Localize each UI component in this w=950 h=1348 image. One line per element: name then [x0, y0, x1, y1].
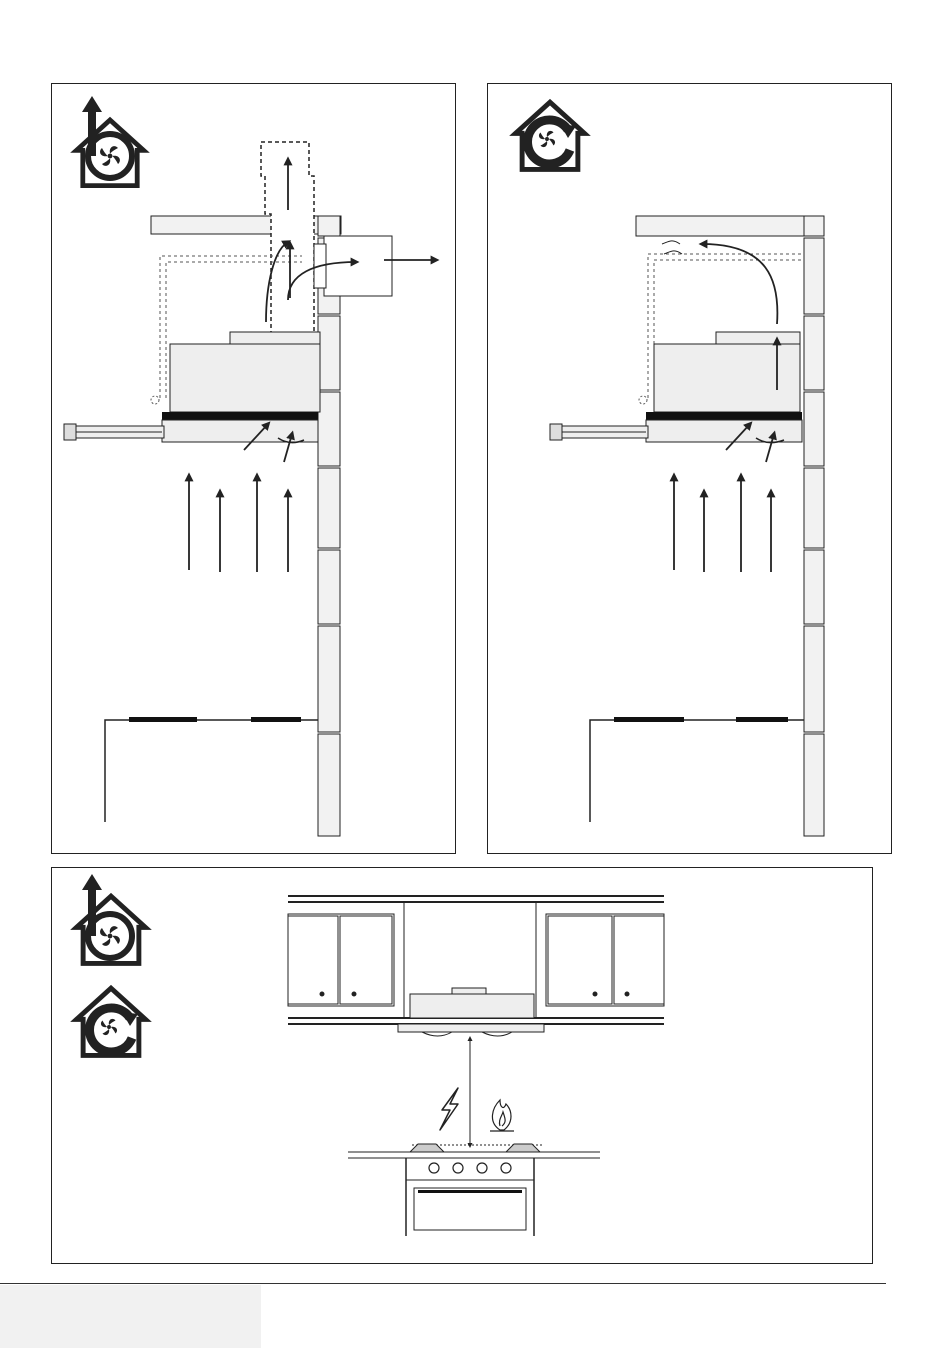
installation-height-panel	[51, 867, 873, 1264]
footer-tab	[0, 1285, 261, 1348]
cooker-hood	[64, 332, 320, 443]
ducted-extraction-icon	[77, 874, 146, 963]
cooker-counter	[590, 717, 804, 822]
gas-hob-icon	[490, 1100, 514, 1131]
ducted-extraction-icon	[76, 96, 143, 186]
cooker-counter	[105, 717, 318, 822]
cooker-hood	[550, 332, 802, 443]
recirculation-installation-panel	[487, 83, 892, 854]
horizontal-duct	[324, 236, 392, 296]
installation-height-dimension	[412, 1038, 542, 1146]
cooker-hood	[398, 988, 544, 1036]
footer-rule	[0, 1283, 886, 1284]
wall	[318, 216, 340, 836]
electric-hob-icon	[440, 1088, 458, 1130]
wall	[804, 216, 824, 836]
recirculation-icon	[516, 102, 585, 169]
ducted-installation-panel	[51, 83, 456, 854]
recirculation-icon	[77, 988, 146, 1055]
cooker	[348, 1144, 600, 1236]
